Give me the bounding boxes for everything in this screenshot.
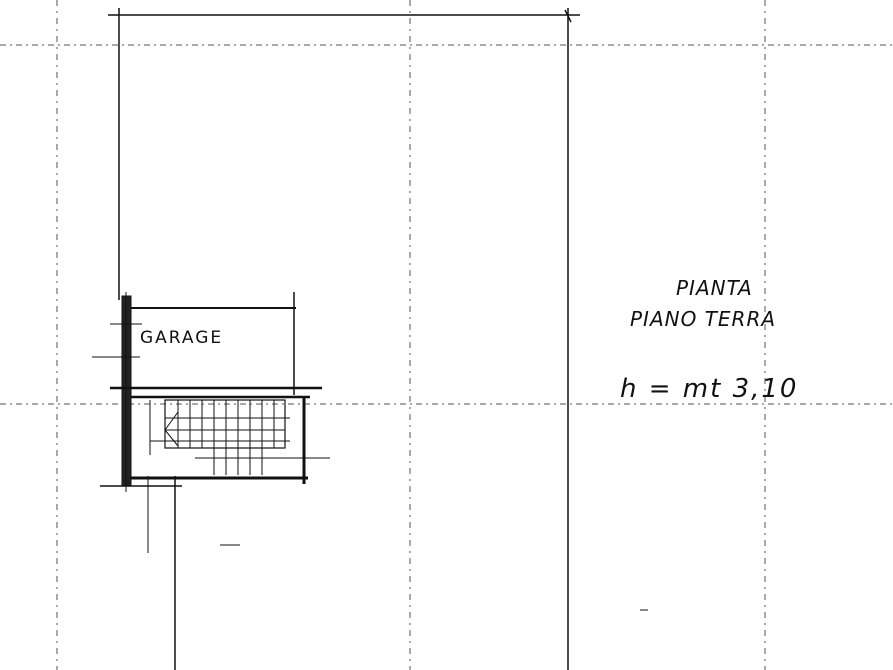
plan-title-line-2: PIANO TERRA	[630, 307, 777, 331]
lot-outline	[108, 8, 580, 670]
stair-treads	[165, 400, 290, 475]
stair-block	[100, 395, 330, 670]
garage-room	[92, 292, 322, 492]
plan-title-line-1: PIANTA	[676, 276, 753, 300]
garage-room-label: GARAGE	[140, 328, 224, 348]
ceiling-height-note: h = mt 3,10	[620, 374, 799, 404]
tick-marks	[220, 544, 648, 611]
